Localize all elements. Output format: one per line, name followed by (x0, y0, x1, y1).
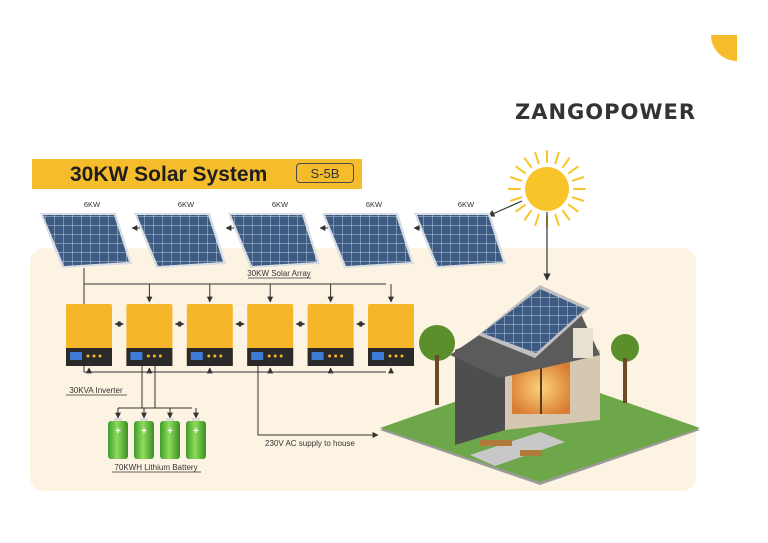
inverter-label: 30KVA Inverter (69, 386, 123, 395)
battery-cell: + (160, 418, 180, 459)
roof-panels (482, 289, 585, 353)
inverter-group (66, 304, 414, 366)
battery-cell: + (108, 418, 128, 459)
battery-label: 70KWH Lithium Battery (114, 463, 197, 472)
tree-icon (419, 325, 455, 361)
svg-text:+: + (115, 426, 121, 437)
solar-panel: 6KW (322, 200, 414, 268)
title-banner (32, 159, 362, 189)
house-illustration (380, 285, 700, 485)
solar-panel: 6KW (134, 200, 226, 268)
battery-cell: + (186, 418, 206, 459)
inverter-unit (307, 304, 354, 366)
inverter-unit (247, 304, 294, 366)
battery-group: + + + + (108, 418, 206, 459)
inverter-unit (186, 304, 233, 366)
sun-icon (508, 150, 586, 228)
brand-logo: ZANGOPOWER (515, 100, 697, 124)
inverter-unit (126, 304, 173, 366)
model-badge: S-5B (296, 163, 354, 183)
panel-rating-label: 6KW (178, 200, 195, 209)
svg-text:+: + (141, 426, 147, 437)
battery-cell: + (134, 418, 154, 459)
solar-panel: 6KW (228, 200, 320, 268)
corner-accent-shape (711, 35, 737, 61)
solar-array: 6KW 6KW 6KW 6KW 6KW (40, 200, 506, 268)
panel-rating-label: 6KW (366, 200, 383, 209)
inverter-unit (368, 304, 414, 366)
panel-rating-label: 6KW (458, 200, 475, 209)
inverter-unit (66, 304, 112, 366)
page-title: 30KW Solar System (70, 163, 268, 186)
panel-rating-label: 6KW (272, 200, 289, 209)
array-label: 30KW Solar Array (247, 269, 311, 278)
panel-rating-label: 6KW (84, 200, 101, 209)
solar-panel: 6KW (40, 200, 132, 268)
ac-supply-label: 230V AC supply to house (265, 439, 355, 448)
svg-text:+: + (167, 426, 173, 437)
svg-text:+: + (193, 426, 199, 437)
tree-icon (611, 334, 639, 362)
solar-panel: 6KW (414, 200, 506, 268)
